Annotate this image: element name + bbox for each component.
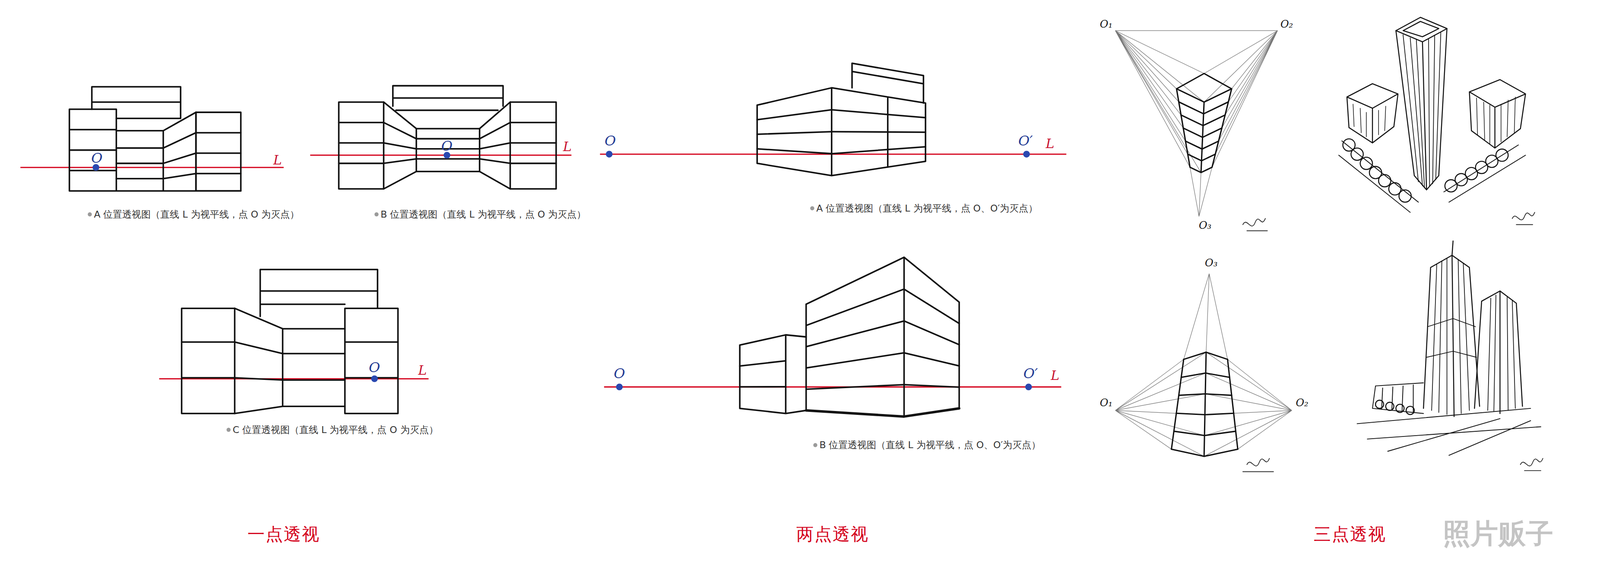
horizon-label: L [273, 152, 282, 168]
vanishing-point-label: O [368, 359, 381, 376]
skyscraper-sketch [1357, 240, 1541, 456]
vanishing-point-label: O₁ [1099, 397, 1113, 410]
horizon-label: L [1045, 136, 1055, 152]
vanishing-point-label: O₂ [1280, 18, 1293, 31]
signature-scribble [1242, 212, 1543, 473]
vanishing-point-label: O′ [1023, 365, 1039, 382]
tower-sketch [1338, 17, 1526, 213]
watermark: 照片贩子 [1442, 518, 1554, 551]
vanishing-point-label: O₁ [1099, 18, 1113, 31]
figure-caption: B 位置透视图（直线 L 为视平线，点 O、O′为灭点） [819, 439, 1041, 451]
vanishing-point-label: O′ [1018, 133, 1033, 149]
vanishing-point-label: O [91, 150, 103, 167]
building-sketch [1176, 73, 1232, 173]
figure-caption: C 位置透视图（直线 L 为视平线，点 O 为灭点） [232, 424, 439, 436]
building-sketch [1171, 352, 1239, 457]
horizon-label: L [1050, 368, 1060, 384]
section-title: 一点透视 [247, 524, 320, 545]
building-sketch [181, 269, 399, 414]
figure-caption: B 位置透视图（直线 L 为视平线，点 O 为灭点） [380, 209, 587, 220]
figure-caption: A 位置透视图（直线 L 为视平线，点 O 为灭点） [93, 209, 300, 220]
horizon-label: L [563, 139, 572, 155]
vanishing-point-label: O₃ [1204, 257, 1218, 270]
building-sketch [69, 86, 241, 191]
horizon-label: L [418, 363, 427, 379]
vanishing-point-label: O₂ [1295, 397, 1309, 410]
vanishing-point-label: O [613, 365, 625, 382]
building-sketch [739, 257, 960, 417]
vanishing-point-dot [92, 150, 1032, 391]
construction-lines [1115, 273, 1293, 457]
section-title: 两点透视 [796, 524, 869, 545]
vanishing-point-label: O [604, 133, 616, 149]
figure-caption: A 位置透视图（直线 L 为视平线，点 O、O′为灭点） [816, 202, 1038, 214]
construction-lines [1115, 30, 1278, 217]
section-title: 三点透视 [1313, 524, 1387, 545]
vanishing-point-label: O₃ [1198, 219, 1212, 232]
building-sketch [757, 63, 926, 176]
vanishing-point-label: O [441, 138, 453, 155]
building-sketch [338, 85, 556, 190]
caption-bullet [87, 206, 818, 448]
